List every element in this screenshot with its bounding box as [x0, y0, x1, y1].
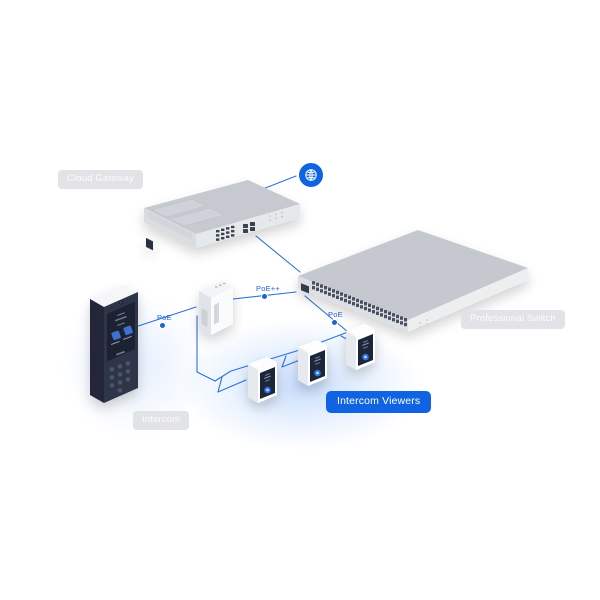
line-bus-to-injector — [196, 315, 216, 382]
intercom-viewer-1[interactable] — [243, 353, 285, 411]
line-viewer-bus-left — [214, 348, 304, 382]
line-drop-viewer-1 — [217, 376, 247, 393]
label-intercom-viewers: Intercom Viewers — [326, 391, 432, 413]
poe-injector-device[interactable] — [193, 277, 239, 343]
poe-label-0: PoE++ — [256, 284, 280, 293]
poe-label-1: PoE — [157, 313, 172, 322]
professional-switch-device[interactable] — [288, 228, 538, 332]
line-gateway-to-switch — [255, 235, 301, 273]
intercom-viewer-3[interactable] — [341, 320, 383, 378]
poe-dot-1 — [159, 322, 166, 329]
line-switch-to-injector — [223, 291, 297, 301]
line-switch-to-viewer-bus — [304, 295, 349, 333]
cloud-gateway-device[interactable] — [88, 178, 308, 258]
poe-dot-0 — [261, 293, 268, 300]
line-drop-viewer-2 — [281, 355, 301, 368]
intercom-viewer-2[interactable] — [293, 336, 335, 394]
label-intercom: Intercom — [133, 411, 190, 430]
globe-glyph — [305, 169, 317, 181]
intercom-device[interactable] — [80, 283, 158, 413]
label-professional-switch: Professional Switch — [461, 310, 565, 329]
poe-dot-2 — [331, 319, 338, 326]
globe-icon[interactable] — [299, 163, 323, 187]
poe-label-2: PoE — [328, 310, 343, 319]
label-cloud-gateway: Cloud Gateway — [58, 170, 143, 189]
